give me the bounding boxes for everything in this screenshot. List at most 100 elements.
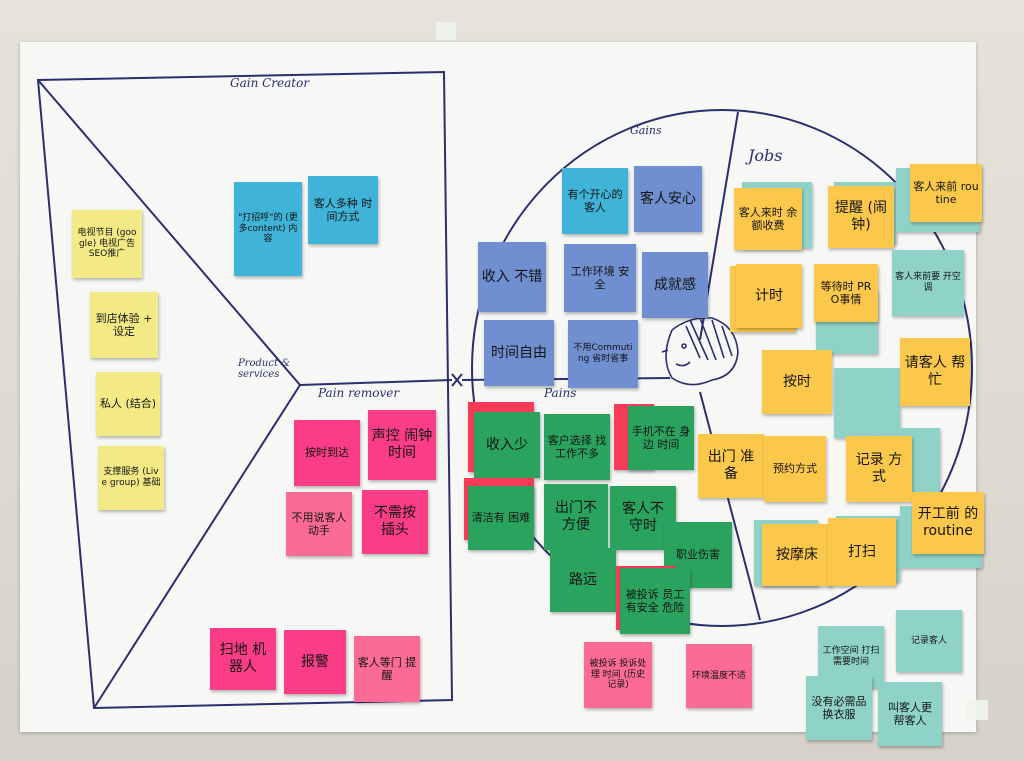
sticky-note: 客人多种 时间方式 [308, 176, 378, 244]
label-pains: Pains [544, 386, 577, 400]
sticky-note: 出门不 方便 [544, 484, 608, 550]
note-text: 私人 (结合) [99, 397, 157, 411]
sticky-note: 收入少 [474, 412, 540, 478]
note-text: 成就感 [654, 276, 696, 293]
note-text: 客人不 守时 [622, 501, 664, 534]
note-text: 扫地 机器人 [219, 642, 267, 675]
sticky-note: 预约方式 [764, 436, 826, 502]
note-text: 路远 [569, 571, 597, 588]
sticky-note: 记录 方式 [846, 436, 912, 502]
note-text: 开工前 的routine [917, 506, 979, 539]
sticky-note: 到店体验 + 设定 [90, 292, 158, 358]
label-products-services: Product & services [238, 358, 291, 380]
note-text: 客人等门 提醒 [357, 655, 417, 682]
note-text: 客人安心 [640, 190, 696, 207]
note-text: 环境温度不适 [691, 670, 746, 681]
sticky-note: 计时 [736, 264, 802, 328]
sticky-note: 打扫 [828, 518, 896, 586]
sticky-note: 不需按 插头 [362, 490, 428, 554]
note-text: 不用说客人动手 [291, 510, 347, 537]
sticky-note: "打招呼"的 (更多content) 内容 [234, 182, 302, 276]
sticky-note: 报警 [284, 630, 346, 694]
sticky-note: 开工前 的routine [912, 492, 984, 554]
note-text: 客户选择 找工作不多 [547, 433, 607, 460]
note-text: 记录客人 [910, 635, 947, 646]
sticky-note: 不用Commuting 省时省事 [568, 320, 638, 388]
note-text: 手机不在 身边 时间 [631, 424, 691, 451]
sticky-note: 出门 准备 [698, 434, 764, 498]
note-text: 时间自由 [491, 344, 547, 361]
note-text: 预约方式 [773, 462, 817, 476]
tape-bottom-right [966, 700, 988, 720]
sticky-note: 声控 闹钟时间 [368, 410, 436, 480]
sticky-note: 按时 [762, 350, 832, 414]
sticky-note: 私人 (结合) [96, 372, 160, 436]
sticky-note: 按时到达 [294, 420, 360, 486]
sticky-note: 被投诉 员工有安全 危险 [620, 568, 690, 634]
sticky-note: 客人来时 余额收费 [734, 188, 802, 250]
label-jobs: Jobs [748, 146, 783, 165]
note-text: "打招呼"的 (更多content) 内容 [238, 212, 298, 245]
note-text: 按摩床 [776, 546, 818, 563]
sticky-note: 路远 [550, 548, 616, 612]
note-text: 叫客人更 帮客人 [888, 700, 932, 727]
sticky-note: 记录客人 [896, 610, 962, 672]
note-text: 客人来时 余额收费 [738, 205, 798, 232]
sticky-note: 客人来前要 开空调 [892, 250, 964, 316]
sticky-note: 收入 不错 [478, 242, 546, 312]
sticky-note: 客户选择 找工作不多 [544, 414, 610, 480]
note-text: 不用Commuting 省时省事 [573, 343, 633, 364]
sticky-note: 手机不在 身边 时间 [628, 406, 694, 470]
note-text: 出门 准备 [707, 449, 755, 482]
note-text: 按时 [783, 373, 811, 390]
sticky-note: 清洁有 困难 [468, 486, 534, 550]
note-text: 工作环境 安全 [570, 264, 630, 291]
tape-top [436, 22, 456, 40]
note-text: 按时到达 [305, 446, 349, 460]
note-text: 收入少 [486, 436, 528, 453]
sticky-note: 支撑服务 (Live group) 基础 [98, 446, 164, 510]
note-text: 收入 不错 [481, 268, 543, 285]
note-text: 没有必需品 换衣服 [811, 694, 867, 721]
note-text: 提醒 (闹钟) [835, 200, 887, 233]
sticky-note: 客人等门 提醒 [354, 636, 420, 702]
note-text: 报警 [301, 653, 329, 670]
sticky-note: 工作环境 安全 [564, 244, 636, 312]
sticky-note: 电视节目 (google) 电视广告 SEO推广 [72, 210, 142, 278]
note-text: 客人来前 routine [913, 179, 979, 206]
sticky-note: 环境温度不适 [686, 644, 752, 708]
note-text: 请客人 帮忙 [904, 355, 966, 388]
note-text: 打扫 [848, 543, 876, 560]
note-text: 等待时 PRO事情 [820, 279, 872, 306]
sticky-note-backing [834, 368, 900, 438]
sticky-note: 按摩床 [762, 524, 832, 586]
sticky-note: 客人安心 [634, 166, 702, 232]
sticky-note: 客人来前 routine [910, 164, 982, 222]
sticky-note: 请客人 帮忙 [900, 338, 970, 406]
sticky-note: 时间自由 [484, 320, 554, 386]
sticky-note: 提醒 (闹钟) [828, 186, 894, 248]
sticky-note: 被投诉 投诉处理 时间 (历史记录) [584, 642, 652, 708]
note-text: 不需按 插头 [374, 505, 416, 538]
label-pain-relievers: Pain remover [318, 386, 400, 400]
note-text: 客人来前要 开空调 [895, 272, 961, 293]
note-text: 客人多种 时间方式 [313, 196, 373, 223]
note-text: 出门不 方便 [555, 500, 597, 533]
sticky-note: 等待时 PRO事情 [814, 264, 878, 322]
sticky-note: 没有必需品 换衣服 [806, 676, 872, 740]
note-text: 电视节目 (google) 电视广告 SEO推广 [77, 227, 137, 260]
sticky-note: 扫地 机器人 [210, 628, 276, 690]
sticky-note: 成就感 [642, 252, 708, 318]
sticky-note: 不用说客人动手 [286, 492, 352, 556]
note-text: 支撑服务 (Live group) 基础 [101, 467, 161, 488]
note-text: 被投诉 投诉处理 时间 (历史记录) [589, 658, 647, 691]
note-text: 有个开心的 客人 [567, 187, 623, 214]
note-text: 计时 [755, 287, 783, 304]
note-text: 到店体验 + 设定 [95, 311, 153, 338]
note-text: 工作空间 打扫需要时间 [822, 646, 880, 667]
sticky-note: 叫客人更 帮客人 [878, 682, 942, 746]
note-text: 声控 闹钟时间 [371, 428, 433, 461]
sticky-note: 有个开心的 客人 [562, 168, 628, 234]
label-gain-creators: Gain Creator [230, 76, 310, 90]
sticky-note: 客人不 守时 [610, 486, 676, 550]
